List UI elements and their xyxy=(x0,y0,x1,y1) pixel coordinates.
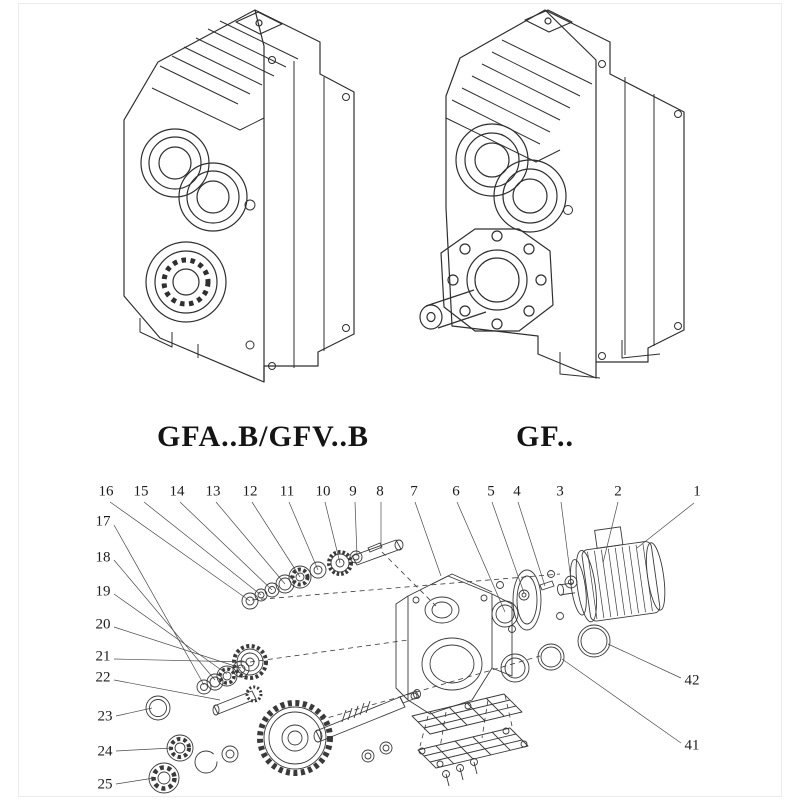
callout-42: 42 xyxy=(684,672,700,689)
callout-25: 25 xyxy=(97,776,113,793)
flange-gasket-and-rings xyxy=(491,569,578,633)
output-shaft xyxy=(419,289,487,330)
top-lifting-plate xyxy=(524,9,573,33)
top-lifting-plate xyxy=(235,11,283,35)
callout-4: 4 xyxy=(513,483,521,500)
front-side-edge xyxy=(544,9,597,362)
callout-22: 22 xyxy=(95,669,111,686)
large-gear xyxy=(257,700,333,776)
output-shaft-part xyxy=(313,689,421,743)
front-side-edge xyxy=(254,9,265,382)
gearbox-right-drawing xyxy=(419,9,685,379)
callout-7: 7 xyxy=(410,483,418,500)
leader-lines xyxy=(109,501,695,785)
model-label-right: GF.. xyxy=(516,420,574,453)
cooling-fins xyxy=(151,20,299,131)
callout-9: 9 xyxy=(349,483,357,500)
cover-and-gasket xyxy=(411,693,529,787)
intermediate-shaft-cluster xyxy=(196,644,268,716)
housing-silhouette xyxy=(445,9,685,379)
mounting-feet xyxy=(559,340,661,379)
cover-screws xyxy=(442,758,478,787)
retaining-rings xyxy=(500,624,611,683)
gearbox-left-drawing xyxy=(123,9,355,383)
callout-14: 14 xyxy=(169,483,185,500)
callout-12: 12 xyxy=(242,483,258,500)
callout-16: 16 xyxy=(98,483,114,500)
motor-fins xyxy=(587,543,653,620)
callout-3: 3 xyxy=(556,483,564,500)
callout-8: 8 xyxy=(376,483,384,500)
exploded-housing xyxy=(395,573,513,715)
callout-20: 20 xyxy=(95,616,111,633)
callout-13: 13 xyxy=(205,483,221,500)
output-flange xyxy=(440,228,554,332)
output-bearing xyxy=(145,241,227,323)
side-panel-ribs xyxy=(563,60,682,360)
input-shaft-cluster xyxy=(241,539,404,610)
callout-21: 21 xyxy=(95,648,111,665)
callout-6: 6 xyxy=(452,483,460,500)
exploded-view xyxy=(145,526,666,794)
cooling-fins xyxy=(445,39,593,163)
callout-19: 19 xyxy=(95,583,111,600)
callout-5: 5 xyxy=(487,483,495,500)
input-bores xyxy=(140,128,248,232)
output-shaft-cluster xyxy=(145,689,421,794)
exploded-motor xyxy=(557,526,666,623)
callout-2: 2 xyxy=(614,483,622,500)
lifting-hole xyxy=(544,17,552,25)
callout-18: 18 xyxy=(95,549,111,566)
input-bores xyxy=(455,123,567,233)
mounting-feet xyxy=(139,318,199,358)
callout-23: 23 xyxy=(97,708,113,725)
callout-10: 10 xyxy=(315,483,331,500)
callout-41: 41 xyxy=(684,737,700,754)
side-panel-ribs xyxy=(244,56,350,370)
callout-11: 11 xyxy=(279,483,295,500)
callout-24: 24 xyxy=(97,743,113,760)
callout-15: 15 xyxy=(133,483,149,500)
callout-17: 17 xyxy=(95,513,111,530)
model-label-left: GFA..B/GFV..B xyxy=(157,420,369,453)
callout-1: 1 xyxy=(693,483,701,500)
page-edge-border xyxy=(18,3,782,797)
housing-silhouette xyxy=(123,9,355,383)
